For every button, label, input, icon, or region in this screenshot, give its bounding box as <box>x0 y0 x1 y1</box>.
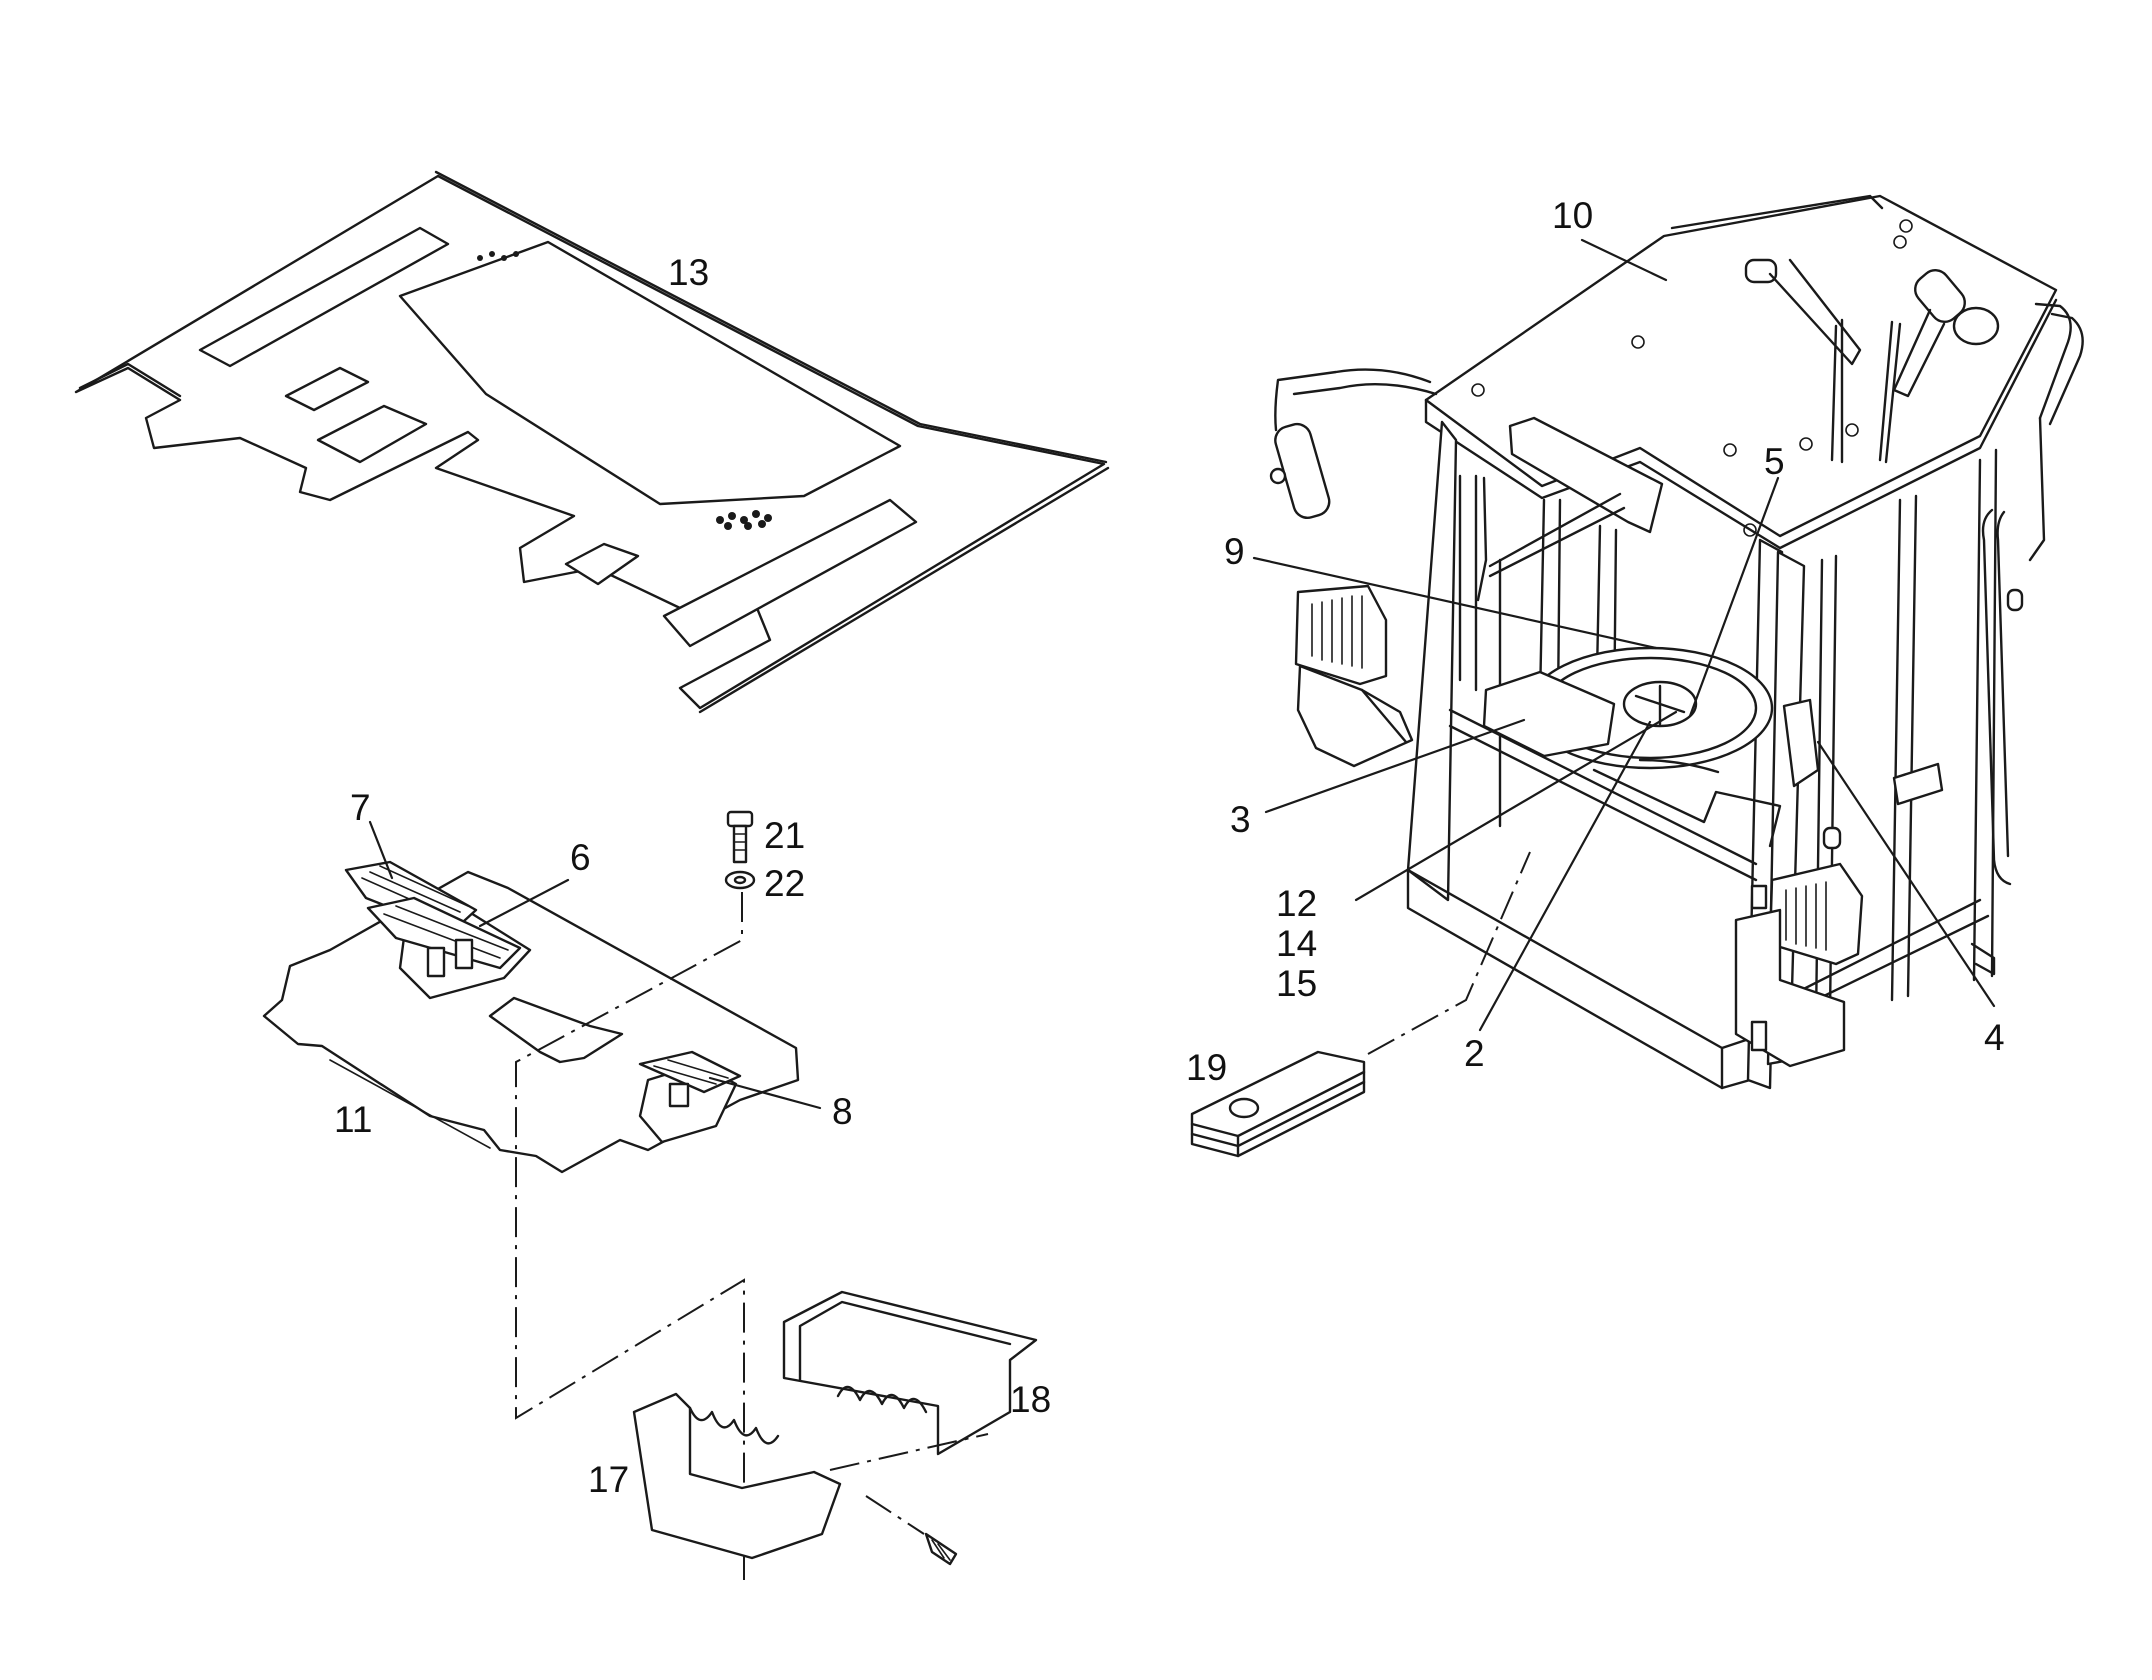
callout-11: 11 <box>334 1099 372 1140</box>
cab-assembly-part-10 <box>1269 194 2084 1090</box>
callout-13: 13 <box>668 252 709 293</box>
callout-8: 8 <box>832 1091 853 1132</box>
callout-3: 3 <box>1230 799 1251 840</box>
callout-22: 22 <box>764 863 805 904</box>
callout-9: 9 <box>1224 531 1245 572</box>
washer-part-22 <box>724 870 756 890</box>
callout-4: 4 <box>1984 1017 2005 1058</box>
callout-7: 7 <box>350 787 371 828</box>
callout-labels: 13 10 5 9 3 12 14 15 2 4 19 7 6 21 22 8 … <box>334 195 2005 1500</box>
callout-15: 15 <box>1276 963 1317 1004</box>
floor-plate-part-11 <box>262 860 800 1174</box>
pedal-posts <box>426 938 474 978</box>
callout-5: 5 <box>1764 441 1785 482</box>
callout-2: 2 <box>1464 1033 1485 1074</box>
callout-6: 6 <box>570 837 591 878</box>
callout-14: 14 <box>1276 923 1317 964</box>
tray-part-17 <box>632 1392 842 1560</box>
pedal-6 <box>366 896 522 970</box>
callout-21: 21 <box>764 815 805 856</box>
bolt-part-21 <box>726 810 754 864</box>
roof-lamp-left <box>1744 258 1862 366</box>
callout-12: 12 <box>1276 883 1317 924</box>
floor-mat-texture <box>477 251 772 530</box>
roof-lamp-right <box>1892 269 2000 398</box>
pedal-8 <box>638 1050 742 1108</box>
work-lamp-left <box>1294 584 1414 768</box>
callout-18: 18 <box>1010 1379 1051 1420</box>
floor-mat-part-13 <box>74 170 1110 714</box>
callout-10: 10 <box>1552 195 1593 236</box>
screw <box>924 1532 958 1566</box>
callout-19: 19 <box>1186 1047 1227 1088</box>
tray-part-18 <box>782 1290 1038 1456</box>
callout-17: 17 <box>588 1459 629 1500</box>
mat-part-19 <box>1190 1050 1366 1158</box>
mirror-right <box>1981 302 2084 886</box>
mirror-left <box>1269 368 1438 519</box>
leader-lines <box>368 238 1996 1110</box>
